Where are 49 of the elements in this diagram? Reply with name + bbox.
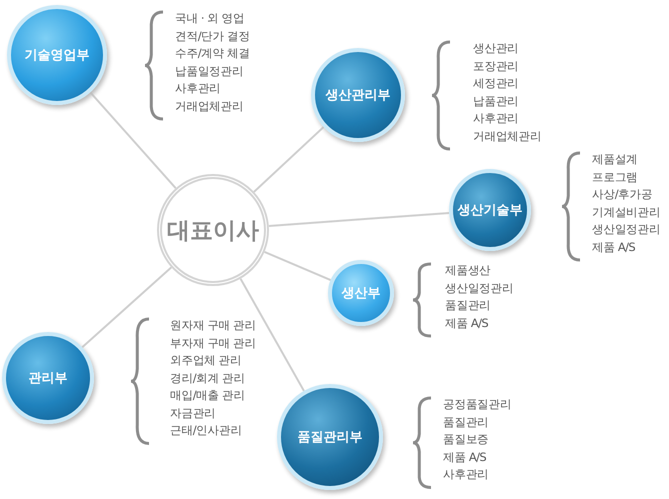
duty-item: 프로그램	[592, 168, 639, 186]
duty-item: 사후관리	[473, 110, 520, 127]
department-label: 관리부	[28, 370, 68, 387]
connector-line	[240, 278, 305, 392]
duty-item: 외주업체 관리	[170, 352, 242, 369]
duty-item: 자금관리	[170, 404, 217, 422]
duty-item: 경리/회계 관리	[170, 370, 246, 386]
duty-item: 사후관리	[443, 466, 490, 483]
duty-item: 국내 · 외 영업	[175, 10, 246, 27]
department-circle	[311, 48, 405, 142]
duty-item: 품질보증	[443, 431, 490, 448]
duty-item: 수주/계약 체결	[175, 45, 250, 62]
connector-line	[253, 126, 324, 193]
duty-item: 납품관리	[473, 92, 520, 110]
duty-item: 제품설계	[592, 151, 639, 168]
connector-line	[268, 212, 450, 227]
duty-item: 납품일정관리	[175, 62, 244, 80]
duty-item: 제품생산	[445, 262, 492, 279]
duty-item: 제품 A/S	[592, 238, 636, 256]
duty-item: 공정품질관리	[443, 396, 512, 413]
ceo-label: 대표이사	[167, 216, 259, 246]
duty-item: 근태/인사관리	[170, 422, 243, 439]
connector-line	[82, 266, 172, 348]
department-circle	[328, 260, 394, 326]
duty-item: 제품 A/S	[443, 448, 488, 466]
duty-item: 생산일정관리	[592, 221, 660, 238]
department-label: 생산기술부	[458, 202, 522, 219]
connector-line	[264, 251, 332, 281]
duty-item: 사상/후가공	[592, 186, 654, 203]
duty-item: 제품 A/S	[445, 314, 490, 332]
duty-item: 사후관리	[175, 80, 222, 97]
duty-item: 생산관리	[473, 40, 520, 57]
duty-item: 부자재 구매 관리	[170, 334, 256, 352]
duty-item: 견적/단가 결정	[175, 28, 250, 44]
department-label: 품질관리부	[298, 429, 362, 446]
duty-item: 포장관리	[473, 58, 520, 74]
duty-item: 세정관리	[473, 75, 520, 92]
duty-item: 거래업체관리	[473, 128, 542, 144]
duty-item: 생산일정관리	[445, 280, 514, 296]
connector-line	[90, 92, 176, 189]
department-label: 생산부	[342, 285, 380, 302]
duty-item: 매입/매출 관리	[170, 387, 246, 404]
duty-item: 품질관리	[445, 297, 492, 314]
department-label: 생산관리부	[326, 87, 390, 104]
duty-item: 거래업체관리	[175, 98, 244, 114]
duty-item: 품질관리	[443, 414, 490, 430]
duty-item: 기계설비관리	[592, 204, 660, 220]
duty-item: 원자재 구매 관리	[170, 317, 256, 334]
department-label: 기술영업부	[24, 47, 90, 64]
